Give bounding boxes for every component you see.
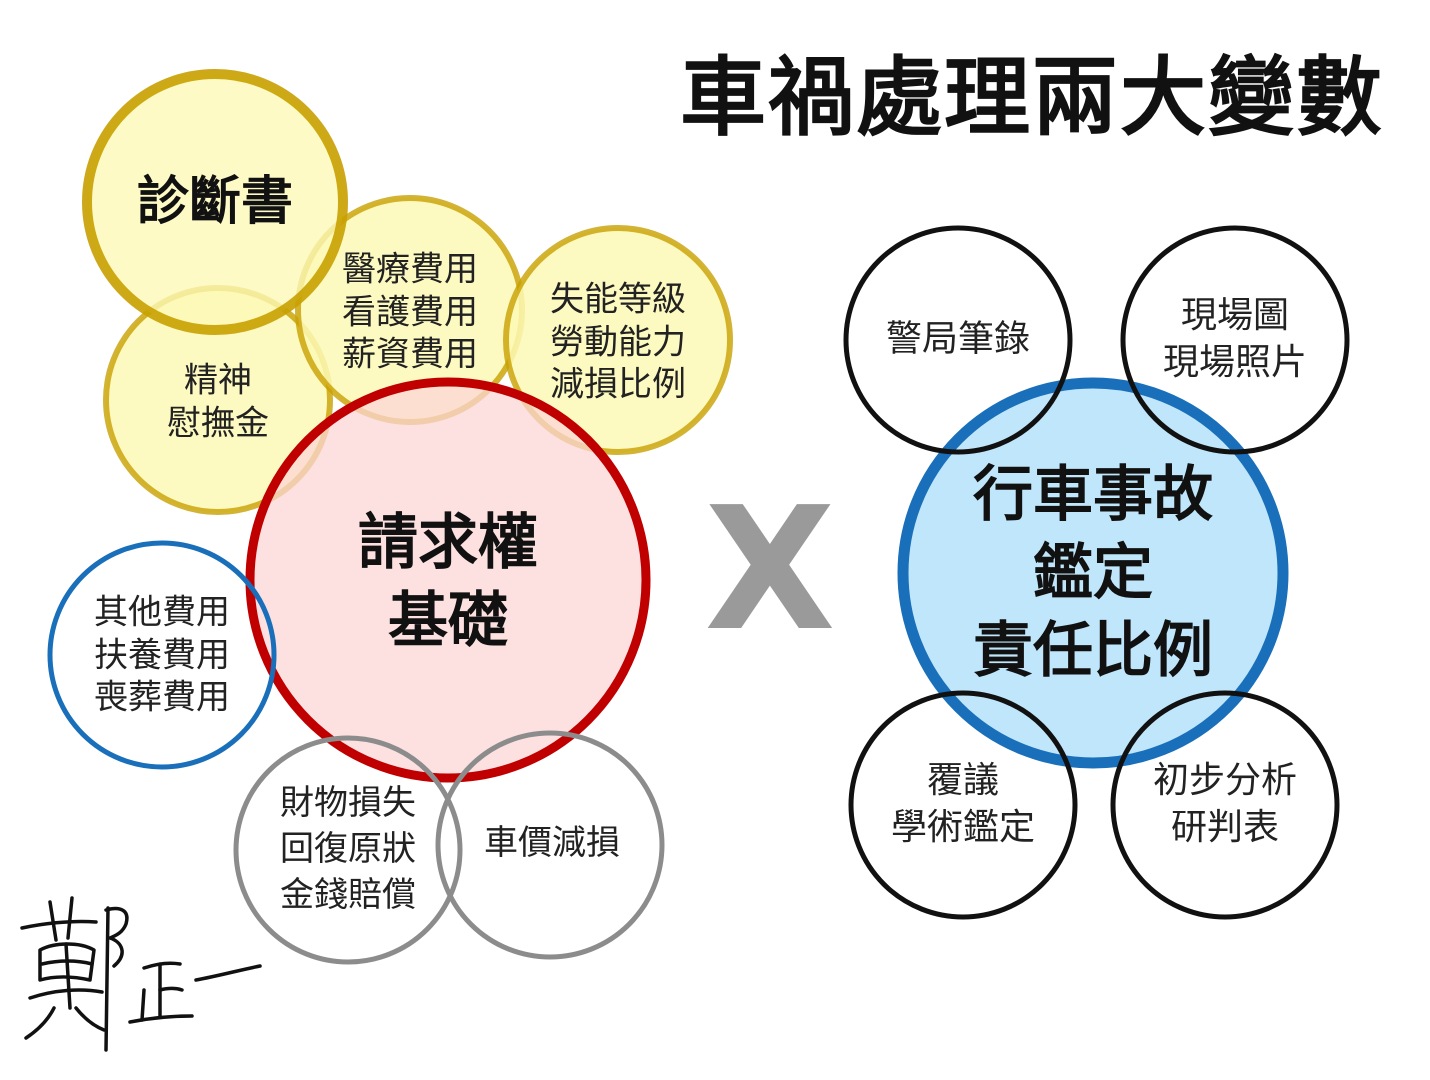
review-circle (848, 690, 1078, 920)
medical-label: 醫療費用 看護費用 薪資費用 (342, 249, 478, 375)
property-circle (233, 735, 463, 965)
multiply-symbol: X (704, 471, 836, 669)
diagnosis-circle (82, 69, 348, 335)
scene-circle (1120, 225, 1350, 455)
analysis-circle (1110, 690, 1340, 920)
appraisal-label: 行車事故 鑑定 責任比例 (973, 460, 1213, 686)
police-label: 警局筆錄 (885, 318, 1031, 360)
other-costs-circle (47, 540, 277, 770)
disability-circle (503, 225, 733, 455)
appraisal-circle (897, 377, 1289, 769)
depreciation-circle (435, 730, 665, 960)
claim-circle (245, 377, 651, 783)
other-costs-label: 其他費用 扶養費用 喪葬費用 (94, 592, 230, 718)
diagnosis-label: 診斷書 (136, 172, 294, 233)
police-circle (843, 225, 1073, 455)
scene-label: 現場圖 現場照片 (1162, 295, 1308, 383)
claim-label: 請求權 基礎 (358, 508, 538, 656)
page-title: 車禍處理兩大變數 (680, 48, 1384, 148)
disability-label: 失能等級 勞動能力 減損比例 (550, 279, 686, 405)
signature (20, 896, 262, 1052)
property-label: 財物損失 回復原狀 金錢賠償 (280, 783, 416, 915)
depreciation-label: 車價減損 (484, 822, 620, 863)
review-label: 覆議 學術鑑定 (890, 760, 1036, 848)
solatium-label: 精神 慰撫金 (167, 360, 269, 444)
analysis-label: 初步分析 研判表 (1152, 760, 1298, 848)
